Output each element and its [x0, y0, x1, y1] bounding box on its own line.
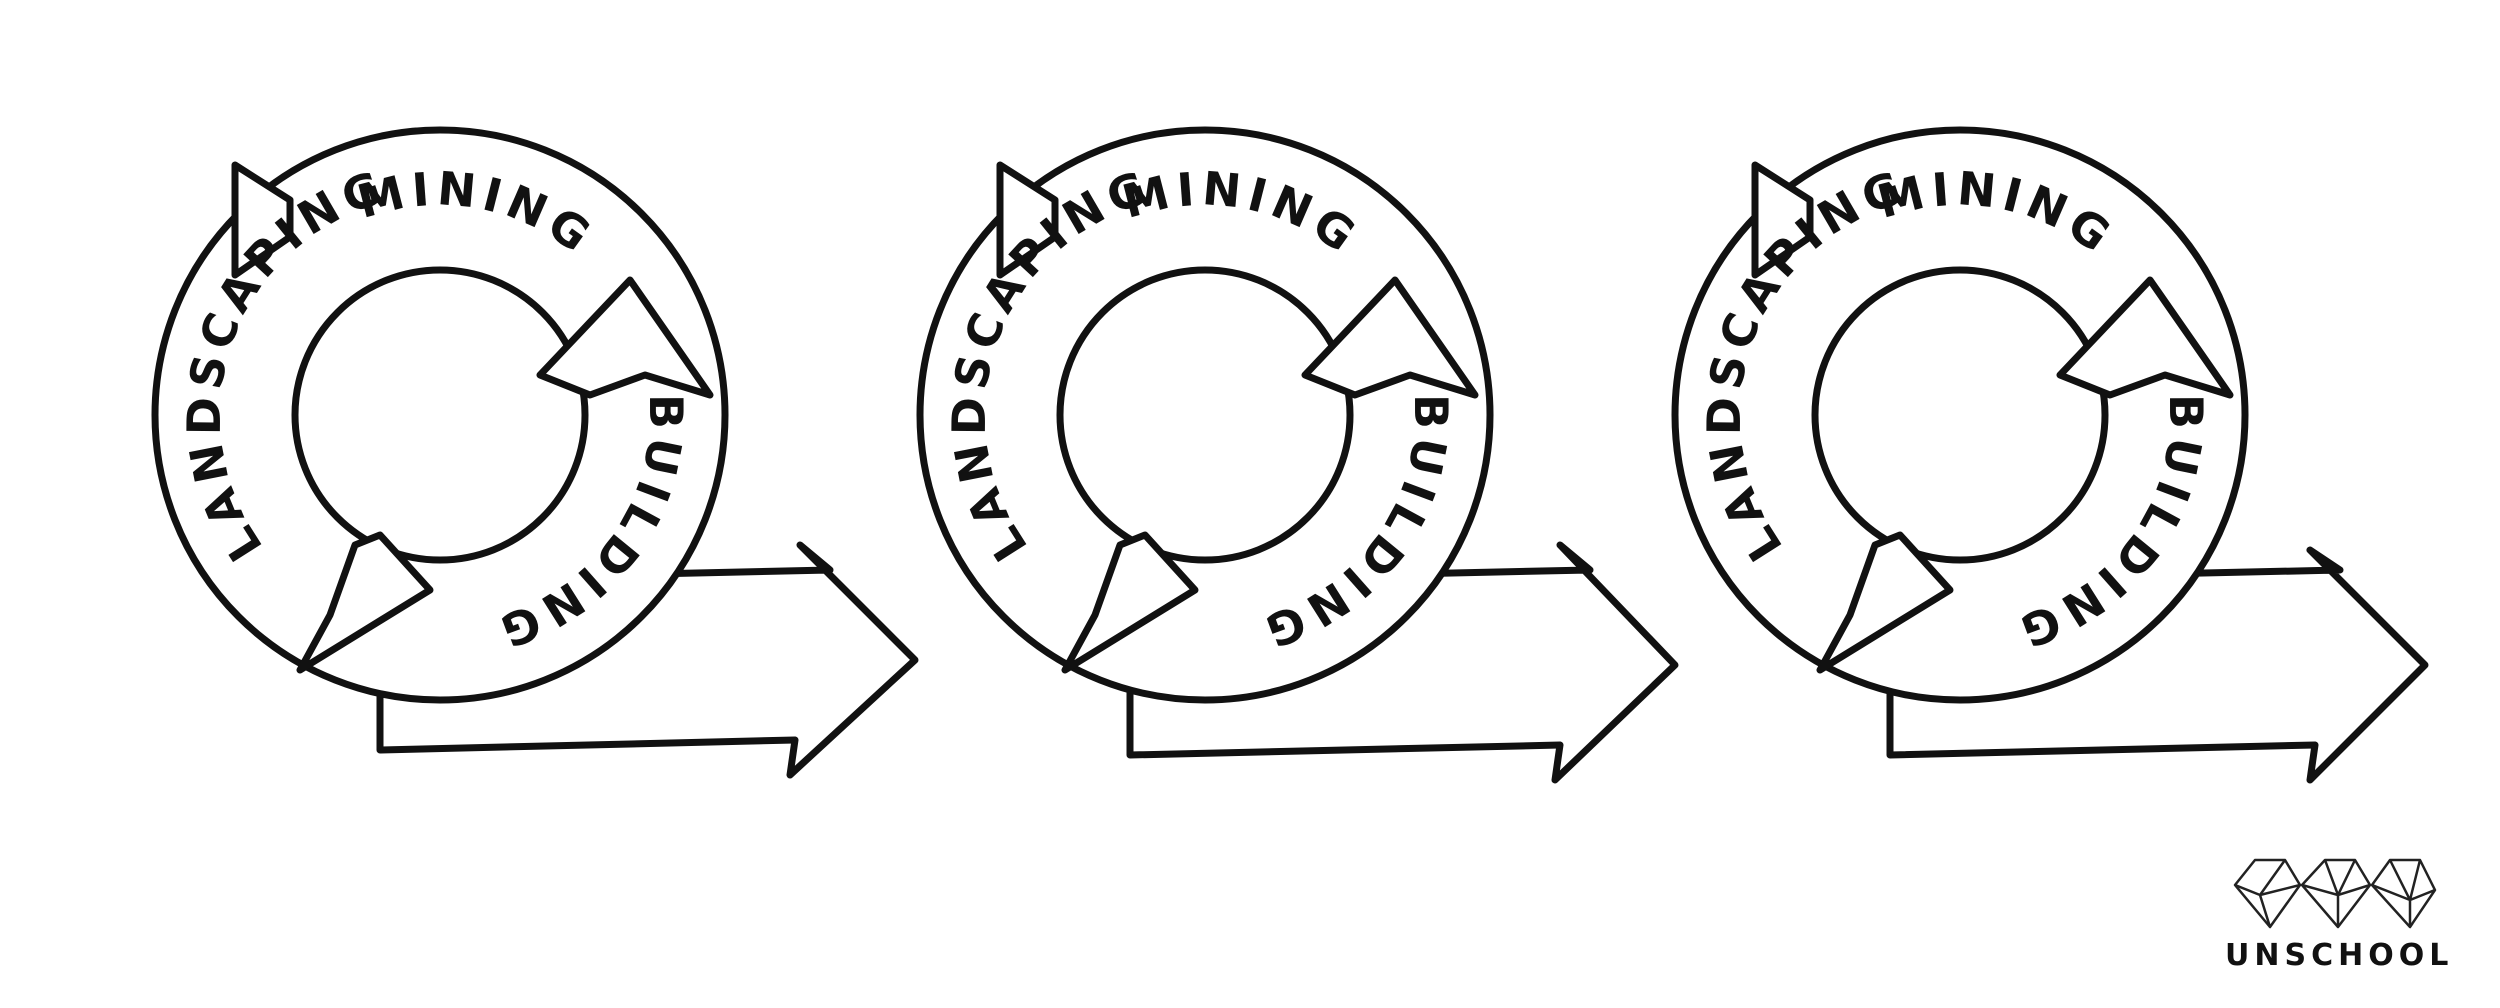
cycle-2: MINING BUILDING LANDSCAPING: [920, 130, 1490, 700]
cycle-1: MINING BUILDING LANDSCAPING: [155, 130, 725, 700]
gem-logo-icon: [2233, 858, 2437, 929]
brand-logo: UNSCHOOL: [2225, 858, 2453, 973]
brand-name: UNSCHOOL: [2225, 938, 2453, 973]
cycle-3: MINING BUILDING LANDSCAPING: [1675, 130, 2245, 700]
